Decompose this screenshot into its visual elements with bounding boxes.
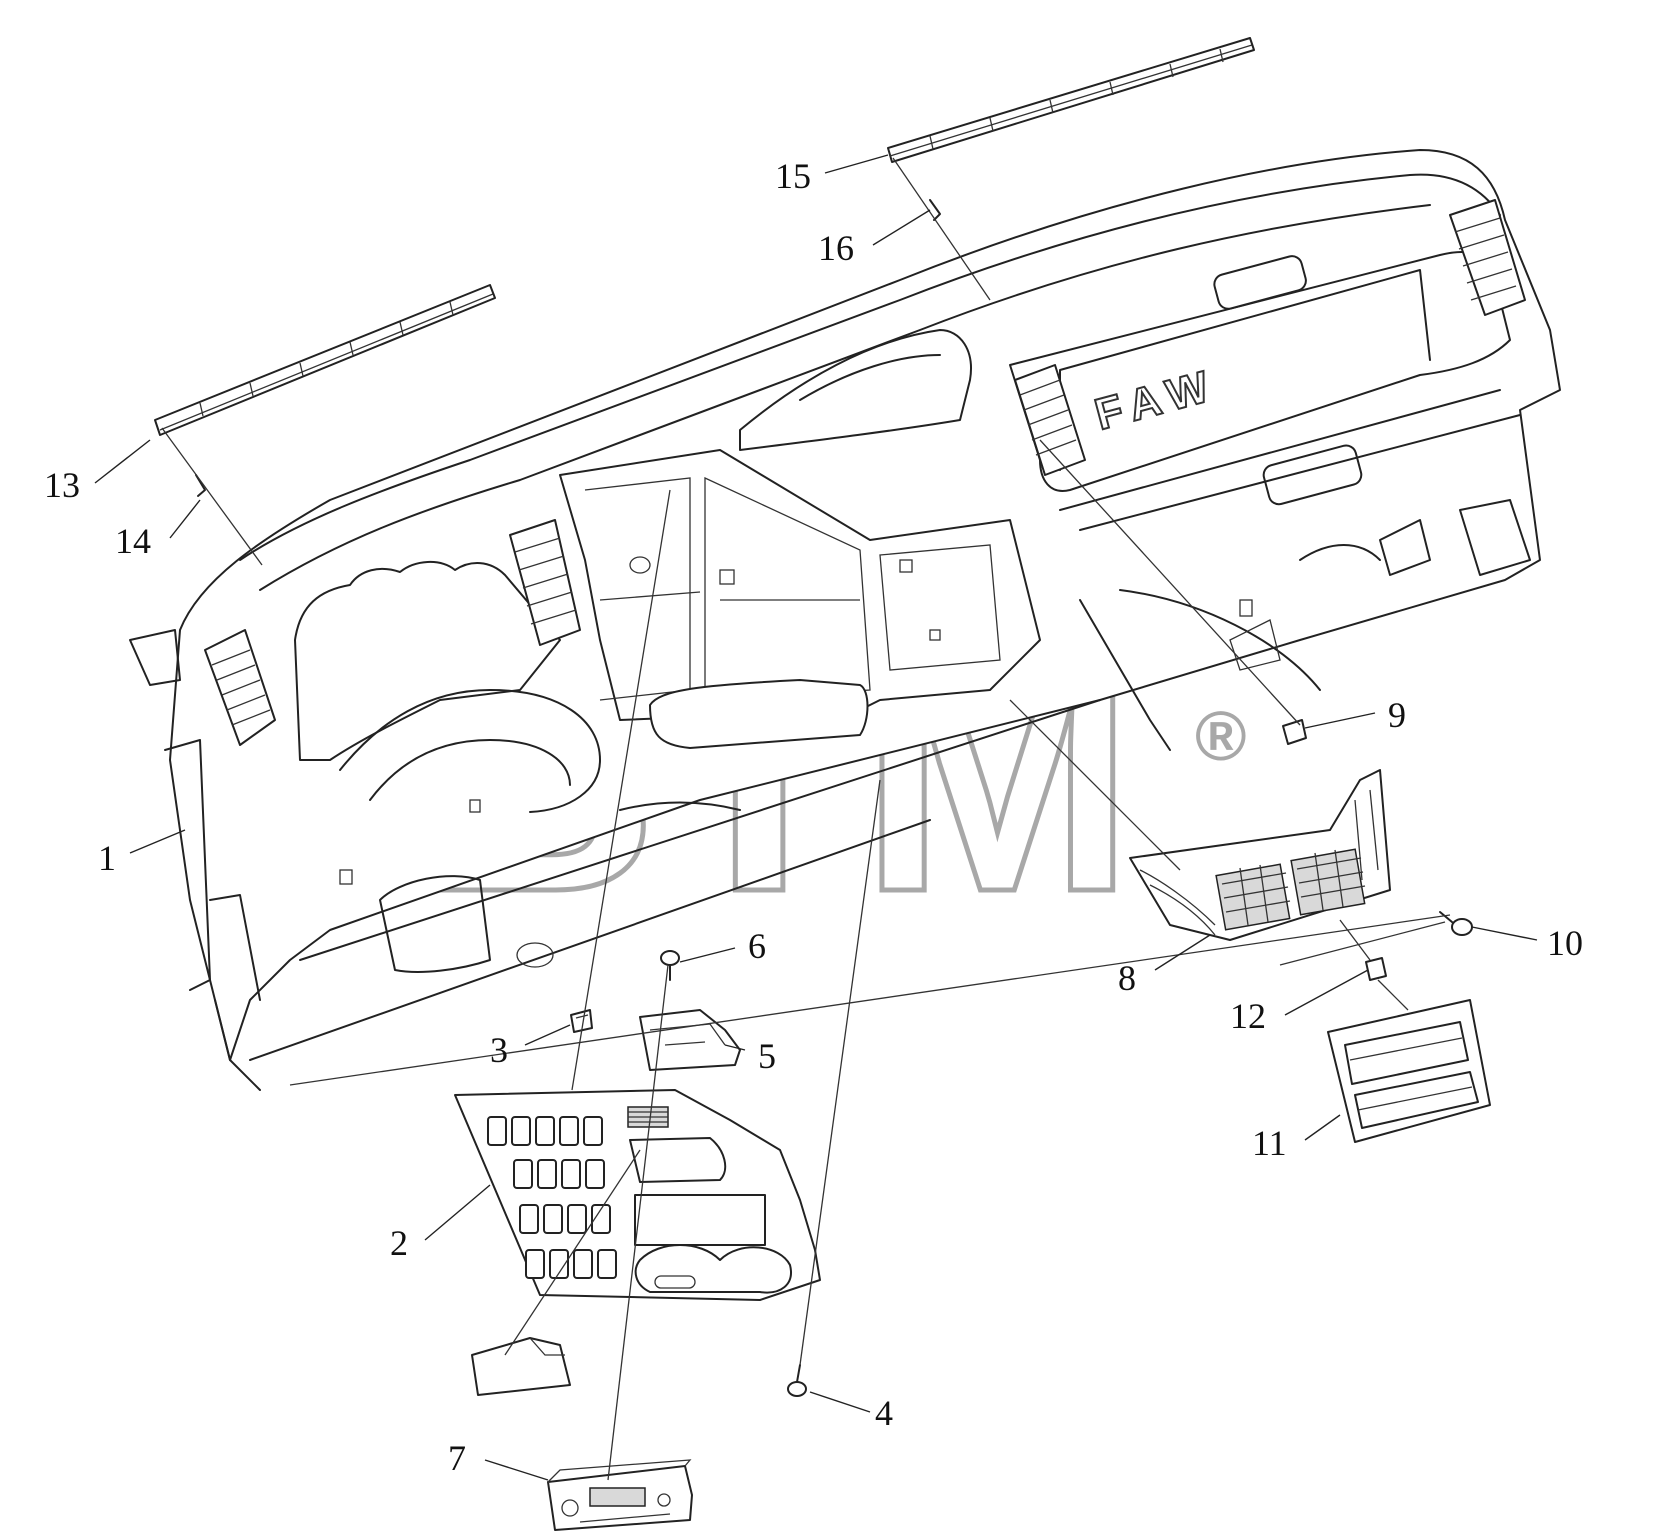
callout-leaders [94, 154, 1538, 1481]
dashboard-main-body: FAW [129, 149, 1561, 1091]
left-air-vent [204, 629, 276, 746]
part-12-clip [1365, 957, 1387, 981]
part-6-screw [660, 950, 680, 981]
assembly-lines [161, 157, 1451, 1481]
part-16-clip [929, 199, 941, 221]
part-15-right-defrost-strip [887, 37, 1255, 163]
callout-13: 13 [44, 465, 80, 505]
callout-1: 1 [98, 838, 116, 878]
callout-4: 4 [875, 1393, 893, 1433]
callout-6: 6 [748, 926, 766, 966]
part-7-radio [547, 1459, 693, 1531]
callout-10: 10 [1547, 923, 1583, 963]
callout-7: 7 [448, 1438, 466, 1478]
callout-5: 5 [758, 1036, 776, 1076]
callout-labels: 1 2 3 4 5 6 7 8 9 10 11 12 13 14 15 16 [44, 156, 1583, 1478]
callout-9: 9 [1388, 695, 1406, 735]
part-5-bracket [639, 1009, 741, 1071]
part-14-clip [195, 474, 206, 497]
part-9-clip [1282, 719, 1307, 745]
switch-button-grid [487, 1116, 617, 1279]
callout-15: 15 [775, 156, 811, 196]
center-left-air-vent [509, 519, 581, 646]
callout-16: 16 [818, 228, 854, 268]
center-right-air-vent [1014, 364, 1086, 476]
center-vent-grille-right [1290, 848, 1366, 916]
instrument-cluster-recess [294, 561, 561, 761]
callout-14: 14 [115, 521, 151, 561]
part-2-switch-panel [454, 1089, 821, 1301]
part-8-center-vent-bezel [1129, 769, 1391, 941]
right-air-vent [1449, 199, 1526, 316]
callout-11: 11 [1252, 1123, 1287, 1163]
dashboard-air-vents [204, 199, 1526, 746]
watermark-registered-symbol: ® [1195, 697, 1247, 775]
callout-12: 12 [1230, 996, 1266, 1036]
callout-8: 8 [1118, 958, 1136, 998]
center-console-bay [559, 449, 1041, 721]
storage-pocket [471, 1337, 571, 1396]
part-4-screw [787, 1364, 807, 1397]
part-11-storage-tray [1327, 999, 1491, 1143]
callout-3: 3 [490, 1030, 508, 1070]
center-vent-grille-left [1215, 863, 1291, 931]
part-13-left-defrost-strip [154, 284, 496, 436]
part-3-clip [570, 1009, 593, 1033]
callout-2: 2 [390, 1223, 408, 1263]
